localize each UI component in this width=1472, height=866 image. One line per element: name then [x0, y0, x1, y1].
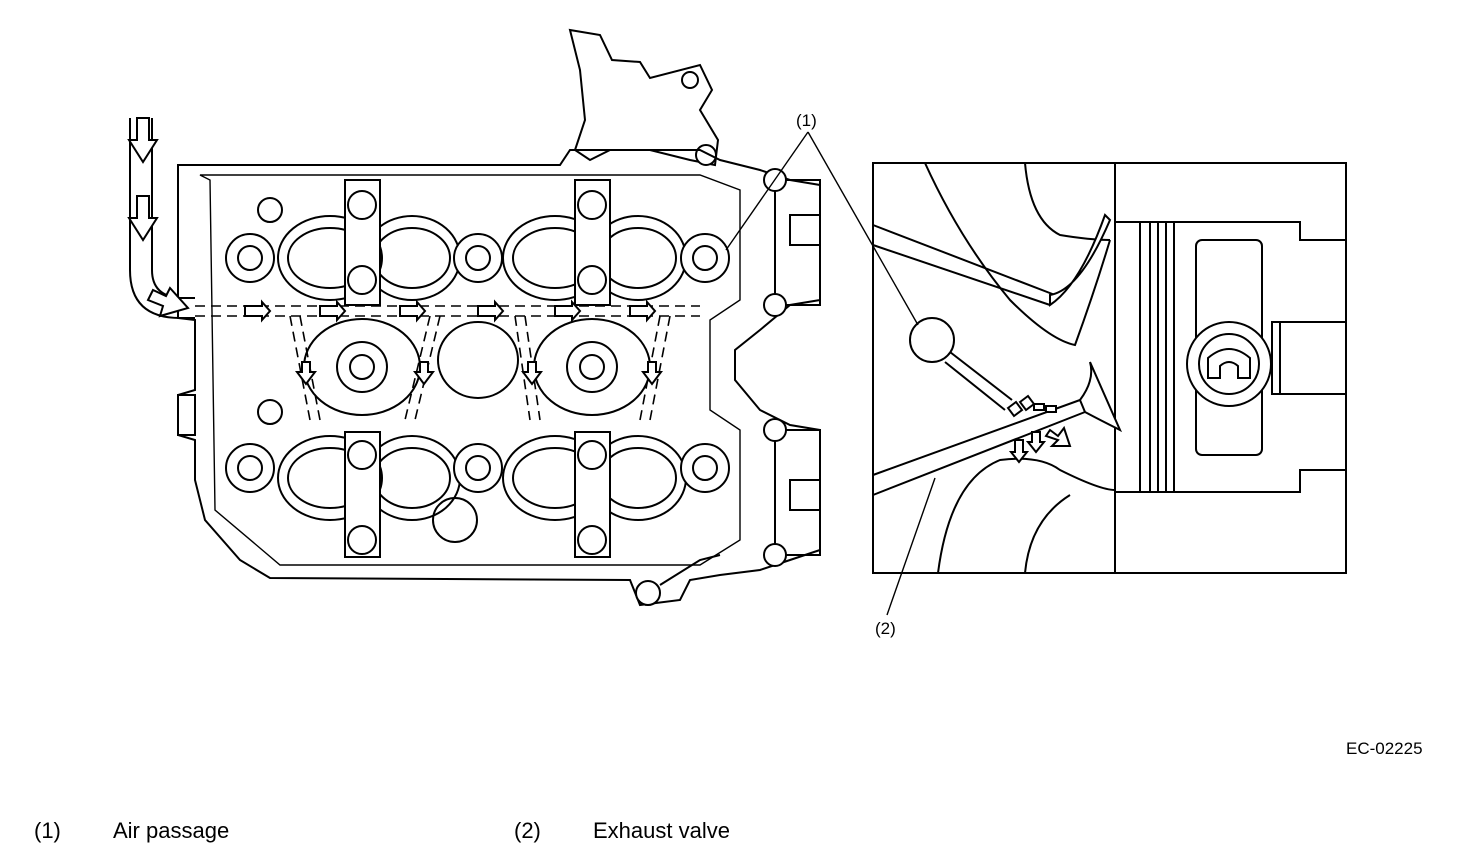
leader-lines	[725, 131, 936, 616]
cylinder-head-view	[127, 28, 821, 607]
exhaust-valve-head	[1078, 361, 1123, 433]
legend-2-text: Exhaust valve	[593, 818, 730, 843]
mounting-bracket	[568, 28, 720, 167]
flow-arrow-down-1	[127, 117, 159, 164]
leader-1-left	[725, 131, 809, 251]
inlet-pipe	[129, 118, 195, 319]
flow-arrow-right	[146, 286, 190, 318]
piston	[1115, 221, 1347, 493]
legend-2-number: (2)	[514, 818, 541, 843]
legend-1-number: (1)	[34, 818, 61, 843]
valve-section-view	[872, 162, 1347, 574]
bracket-bolt	[695, 144, 717, 166]
flow-arrow-down-2	[127, 195, 159, 242]
section-air-passage	[909, 317, 955, 363]
callout-2-label: (2)	[875, 619, 896, 638]
leader-1-right	[807, 131, 919, 326]
legend-1-text: Air passage	[113, 818, 230, 843]
leader-2	[886, 477, 936, 616]
chamber-left	[303, 318, 421, 416]
chamber-right	[533, 318, 651, 416]
figure-code: EC-02225	[1346, 739, 1423, 758]
air-passage-flow	[195, 299, 700, 421]
callout-1-label: (1)	[796, 111, 817, 130]
section-flow-arrows	[1006, 394, 1072, 464]
